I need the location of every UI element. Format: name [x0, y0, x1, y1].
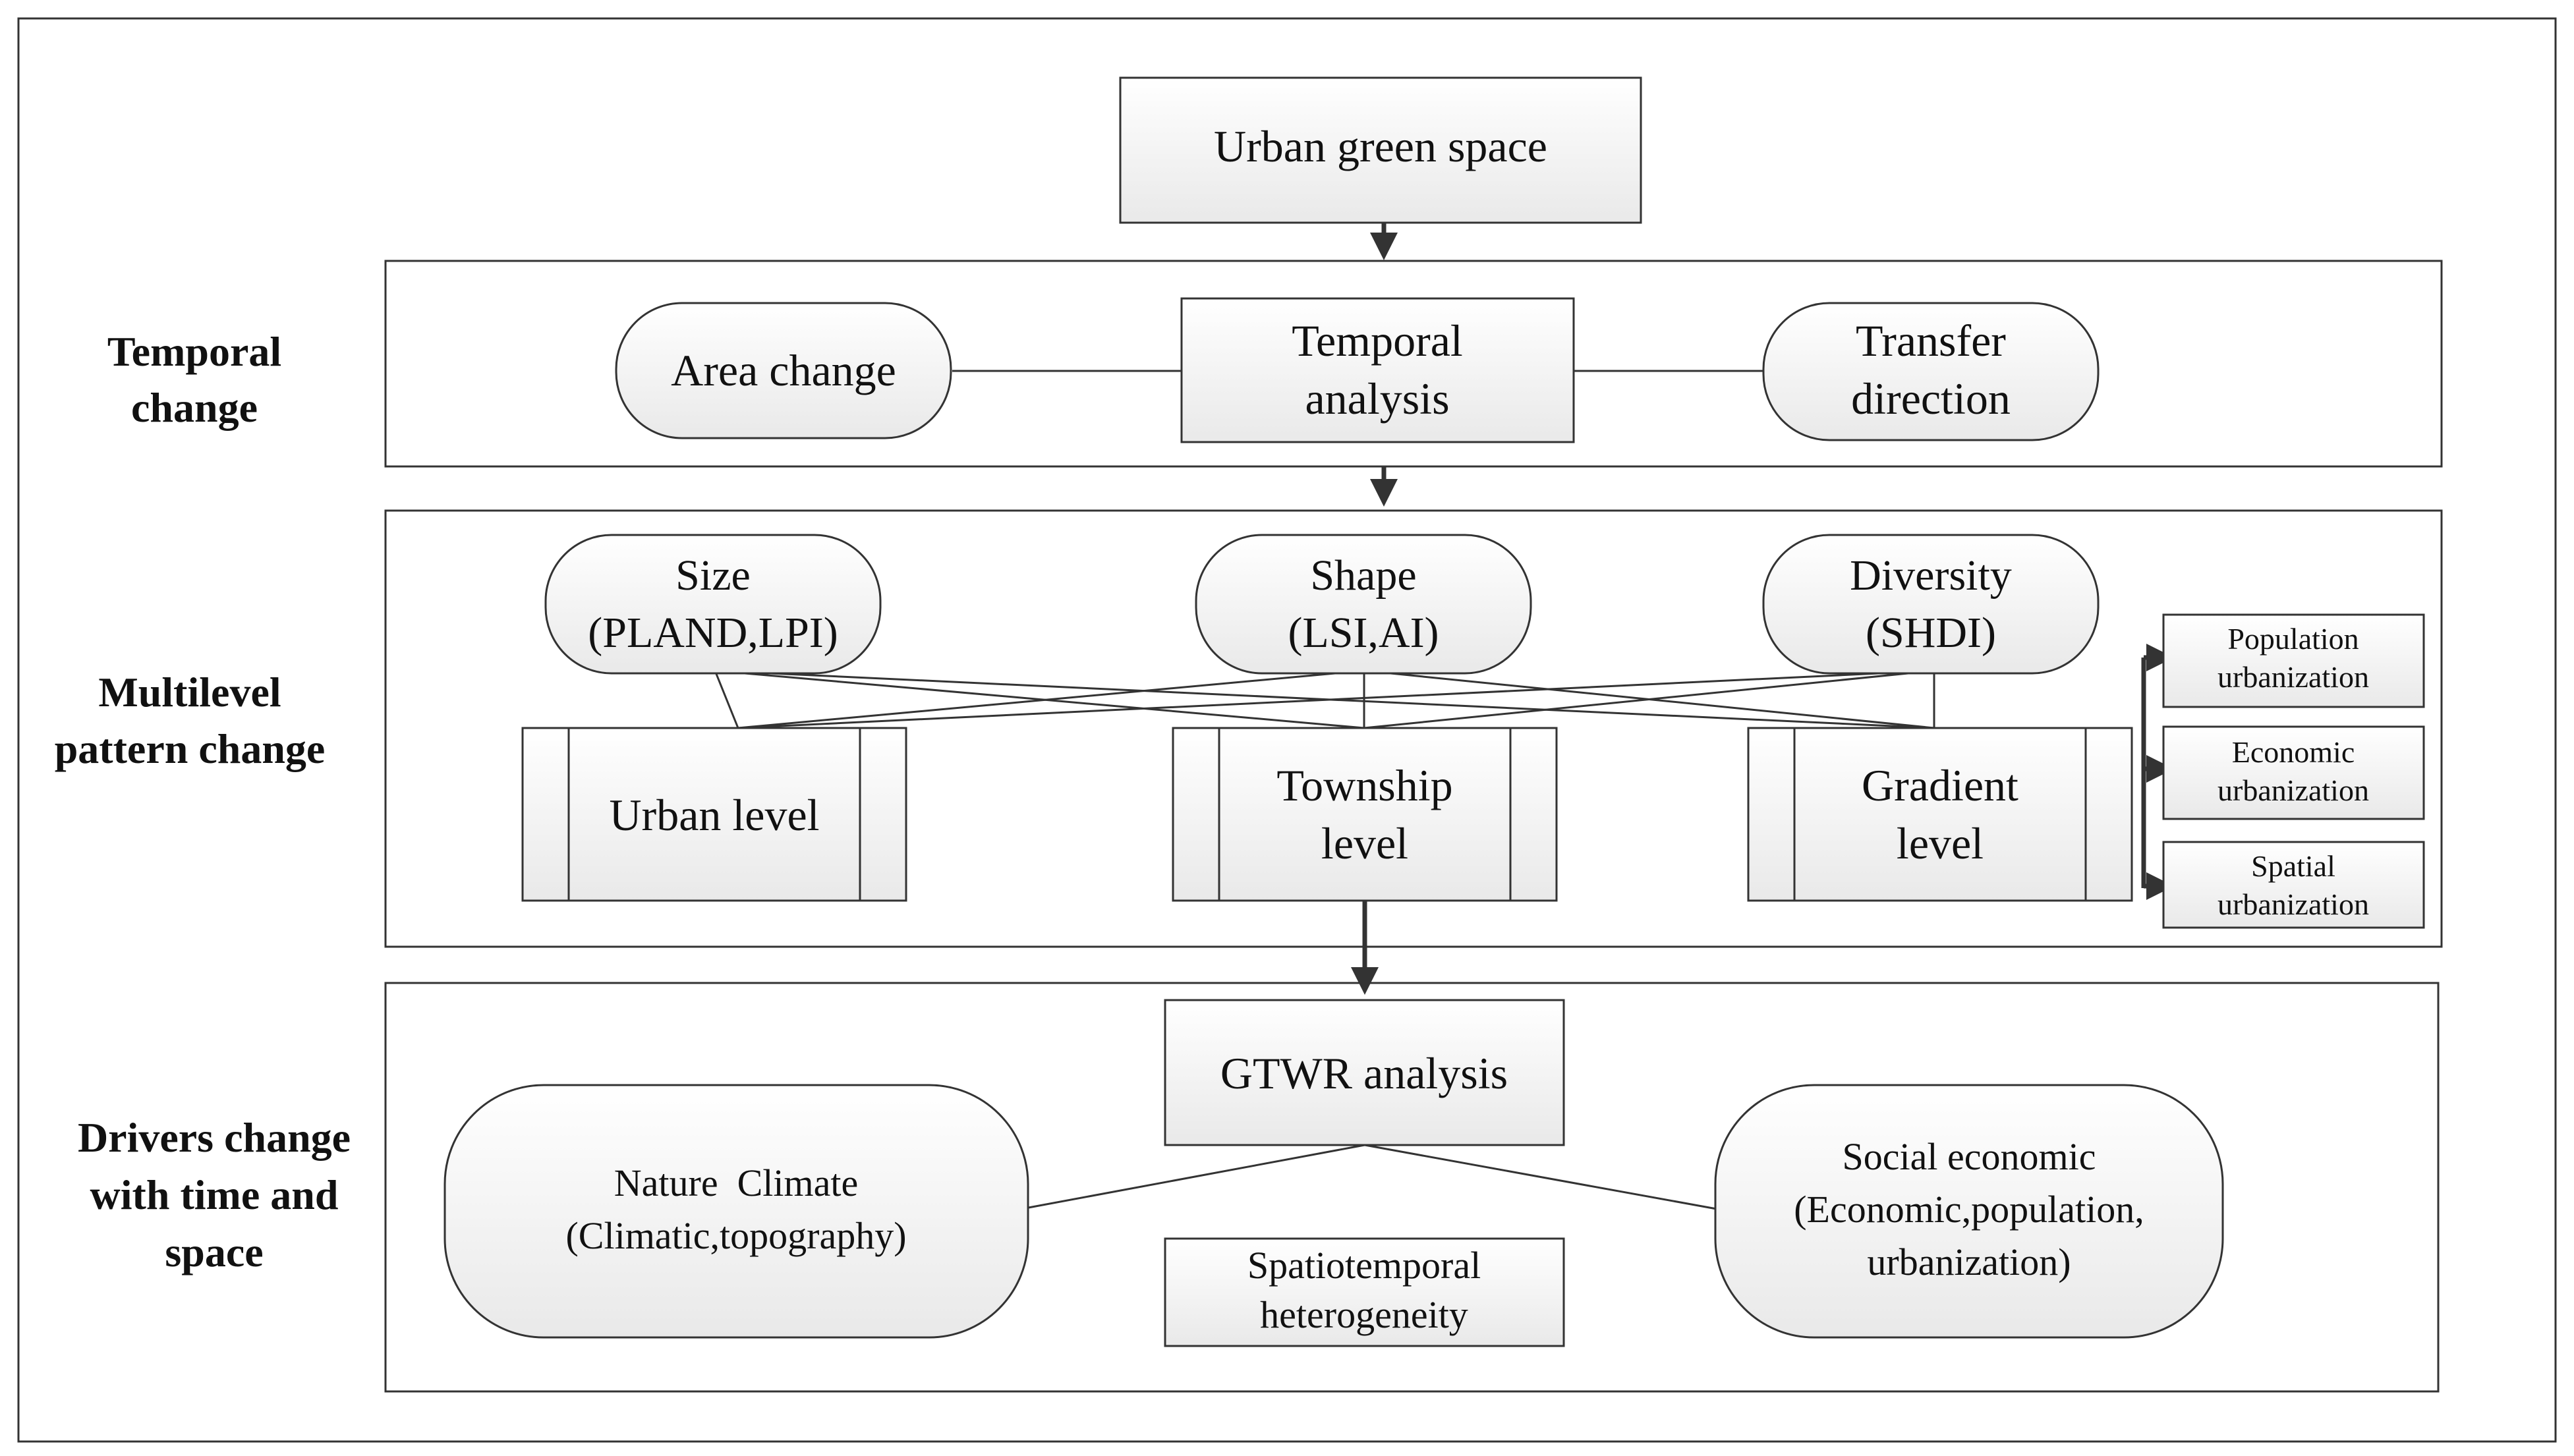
temporal-analysis-box [1180, 297, 1575, 443]
population-urbanization-box [2162, 613, 2425, 708]
urban-green-space-label: Urban green space [1214, 121, 1547, 171]
transfer-direction-node [1762, 302, 2100, 441]
township-level-line1: Township [1276, 760, 1452, 810]
urban-level-box [521, 727, 907, 902]
spatial-urbanization-line2: urbanization [2217, 887, 2369, 921]
economic-urbanization-line2: urbanization [2217, 773, 2369, 807]
outer-frame [17, 17, 2557, 1443]
temporal-analysis-line1: Temporal [1292, 316, 1463, 366]
gradient-level-line1: Gradient [1862, 760, 2018, 810]
size-metric-line2: (PLAND,LPI) [588, 609, 838, 657]
urban-level-label: Urban level [609, 790, 819, 840]
township-level-line2: level [1321, 818, 1408, 868]
township-level-box [1172, 727, 1558, 902]
diversity-metric-line2: (SHDI) [1866, 609, 1996, 657]
gtwr-analysis-box [1164, 999, 1565, 1146]
social-economic-line1: Social economic [1843, 1135, 2096, 1178]
gradient-level-line2: level [1897, 818, 1984, 868]
social-economic-node [1714, 1084, 2224, 1339]
drivers-side-label-line3: space [165, 1229, 263, 1275]
economic-urbanization-box [2162, 725, 2425, 820]
spatiotemporal-heterogeneity-box [1164, 1237, 1565, 1347]
shape-metric-node [1195, 534, 1532, 675]
population-urbanization-line1: Population [2227, 622, 2359, 656]
urban-green-space-box [1119, 76, 1642, 224]
nature-climate-line1: Nature Climate [614, 1162, 858, 1204]
temporal-side-label-line1: Temporal [107, 328, 281, 375]
metric-level-connections [714, 669, 1935, 729]
pattern-side-label-line1: Multilevel [98, 669, 281, 715]
heterogeneity-line2: heterogeneity [1260, 1293, 1468, 1336]
size-metric-node [544, 534, 882, 675]
drivers-section-frame [384, 982, 2440, 1393]
area-change-label: Area change [671, 345, 896, 395]
drivers-side-label-line2: with time and [90, 1171, 339, 1218]
social-economic-line2: (Economic,population, [1794, 1188, 2144, 1231]
temporal-section-frame [384, 260, 2443, 468]
temporal-analysis-line2: analysis [1305, 374, 1449, 424]
nature-climate-line2: (Climatic,topography) [565, 1214, 906, 1257]
connector-gtwr-to-social [1364, 1144, 1717, 1210]
gradient-level-box [1747, 727, 2133, 902]
diversity-metric-node [1762, 534, 2100, 675]
pattern-side-label-line2: pattern change [55, 725, 326, 772]
nature-climate-node [443, 1084, 1029, 1339]
size-metric-line1: Size [675, 551, 751, 600]
drivers-side-label-line1: Drivers change [78, 1114, 351, 1161]
economic-urbanization-line1: Economic [2232, 735, 2355, 769]
area-change-node [615, 302, 952, 439]
population-urbanization-line2: urbanization [2217, 660, 2369, 694]
spatial-urbanization-line1: Spatial [2251, 849, 2335, 883]
heterogeneity-line1: Spatiotemporal [1247, 1244, 1481, 1287]
gtwr-analysis-label: GTWR analysis [1220, 1048, 1508, 1098]
social-economic-line3: urbanization) [1867, 1241, 2071, 1283]
pattern-section-frame [384, 509, 2443, 948]
shape-metric-line1: Shape [1310, 551, 1416, 600]
connector-gtwr-to-nature [1021, 1144, 1365, 1210]
transfer-direction-line2: direction [1851, 374, 2011, 424]
transfer-direction-line1: Transfer [1856, 316, 2006, 366]
shape-metric-line2: (LSI,AI) [1288, 609, 1439, 657]
diversity-metric-line1: Diversity [1850, 551, 2012, 600]
temporal-side-label-line2: change [131, 384, 258, 431]
spatial-urbanization-box [2162, 841, 2425, 929]
